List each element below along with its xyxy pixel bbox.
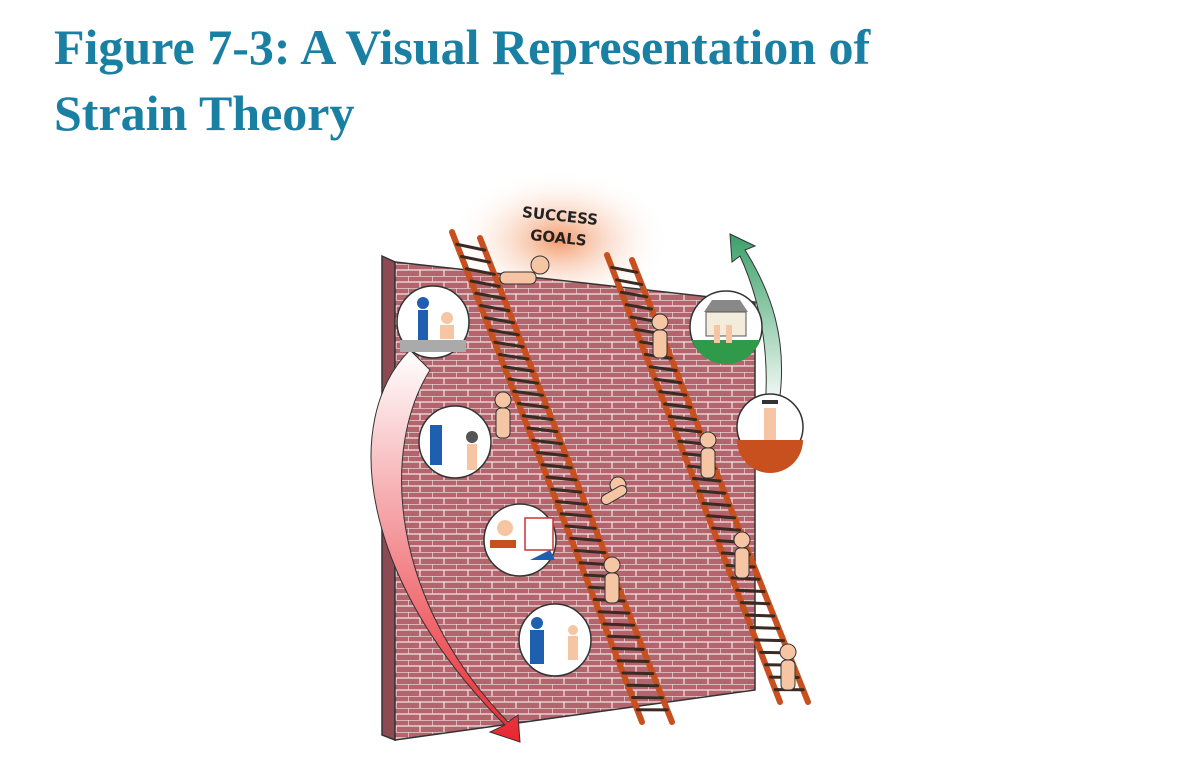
ladder-rung [464,267,496,276]
ladder-rung [653,377,683,385]
ladder-rung [607,634,640,639]
ladder-rung [658,390,688,397]
ladder-rung [744,613,776,618]
ladder-rung [616,659,650,663]
ladder-rung [701,501,732,508]
ladder-rung [493,340,525,349]
climbers [494,255,797,691]
ladder-rung [460,255,492,264]
ladder-rung [619,290,649,299]
ladder-rung [648,365,678,372]
bubble-innovation-robbery [418,405,492,479]
ladder-rung [740,601,771,606]
ladder-rung [540,463,573,470]
ladder-rung [469,279,501,288]
success-goals-label-2: GOALS [529,226,587,250]
bubble-retreatism-drugs [518,603,592,677]
ladder-rung [667,414,698,422]
ladder-rung [512,389,544,397]
ladder-rung [502,365,535,373]
ladder-rung [749,626,781,630]
ladder-rung [610,265,639,274]
ladder-rung [597,610,631,615]
bubble-innovation-theft [396,285,470,359]
deviance-arrow [370,349,521,743]
ladder-rung [455,242,487,252]
ladder-rung [488,328,520,337]
ladder-rung [483,316,516,325]
ladder-rung [559,512,592,518]
figure-title: Figure 7-3: A Visual Representation of S… [54,14,1154,146]
bubble-conformity-graduation [736,393,804,473]
ladder-rung [564,524,597,530]
ladder-rung [479,304,511,313]
ladder-rung [692,477,722,483]
ladder-rung [545,475,578,482]
ladder-rung [602,622,636,627]
ladder-rung [521,414,554,421]
ladder-rung [615,278,644,287]
ladder-rung [754,638,786,643]
ladder-rung [696,489,727,495]
ladder-rung [555,500,588,506]
ladder-rung [517,402,549,409]
ladder-rung [735,588,766,593]
ladder-rung [621,671,655,676]
ladder-rung [526,426,559,434]
ladder-rung [706,514,737,520]
ladder-rung [730,576,761,581]
ladder-rung [498,353,530,361]
ladder-rung [624,303,654,311]
ladder-rung [536,451,568,458]
ladder-rung [574,549,607,555]
bubble-conformity-house [689,290,763,365]
conformity-arrow [729,233,783,411]
ladder-rung [474,291,506,300]
ladder-rung [612,647,645,651]
title-line-1: Figure 7-3: A Visual Representation of [54,19,871,75]
ladder-rung [672,427,702,434]
title-line-2: Strain Theory [54,85,355,141]
ladder-left [449,229,675,725]
ladder-rung [507,377,540,385]
ladder-rung [663,402,693,409]
ladder-rung [711,526,742,532]
ladder-rung [550,487,583,494]
bubble-ritualism-desk [483,503,557,577]
ladder-rung [569,536,602,542]
ladder-rung [531,438,564,446]
